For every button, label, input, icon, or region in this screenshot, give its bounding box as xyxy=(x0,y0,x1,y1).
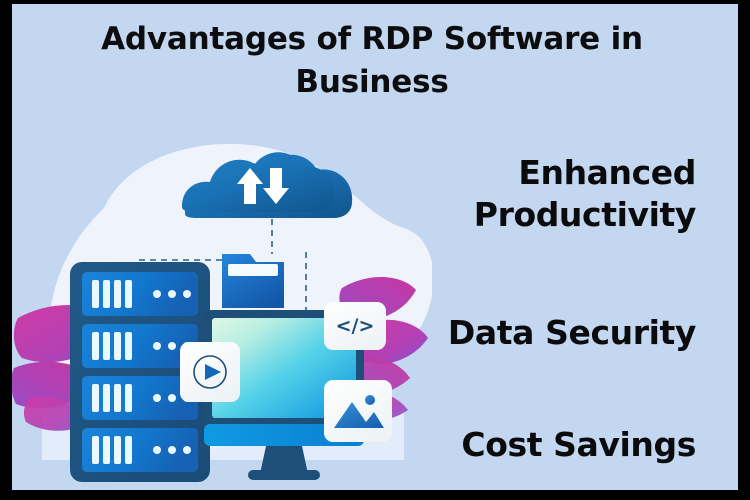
server-bay xyxy=(82,324,198,368)
poster-canvas: </> Advantages of RDP Software in Busine… xyxy=(12,4,738,490)
server-bay xyxy=(82,428,198,472)
title-block: Advantages of RDP Software in Business xyxy=(52,18,692,104)
server-rack-icon xyxy=(70,262,210,482)
illustration: </> xyxy=(12,112,432,490)
folder-icon xyxy=(222,254,284,308)
video-card-icon xyxy=(180,342,240,402)
image-card-icon xyxy=(324,380,392,442)
benefit-item-cost-savings: Cost Savings xyxy=(461,425,696,464)
code-card-icon: </> xyxy=(324,302,386,350)
benefit-item-data-security: Data Security xyxy=(447,313,696,352)
benefit-item-enhanced-productivity: Enhanced Productivity xyxy=(473,153,697,235)
cloud-sync-icon xyxy=(182,152,353,218)
server-bay xyxy=(82,272,198,316)
server-bay xyxy=(82,376,198,420)
code-card-text: </> xyxy=(336,315,375,337)
page-title: Advantages of RDP Software in Business xyxy=(101,21,643,100)
